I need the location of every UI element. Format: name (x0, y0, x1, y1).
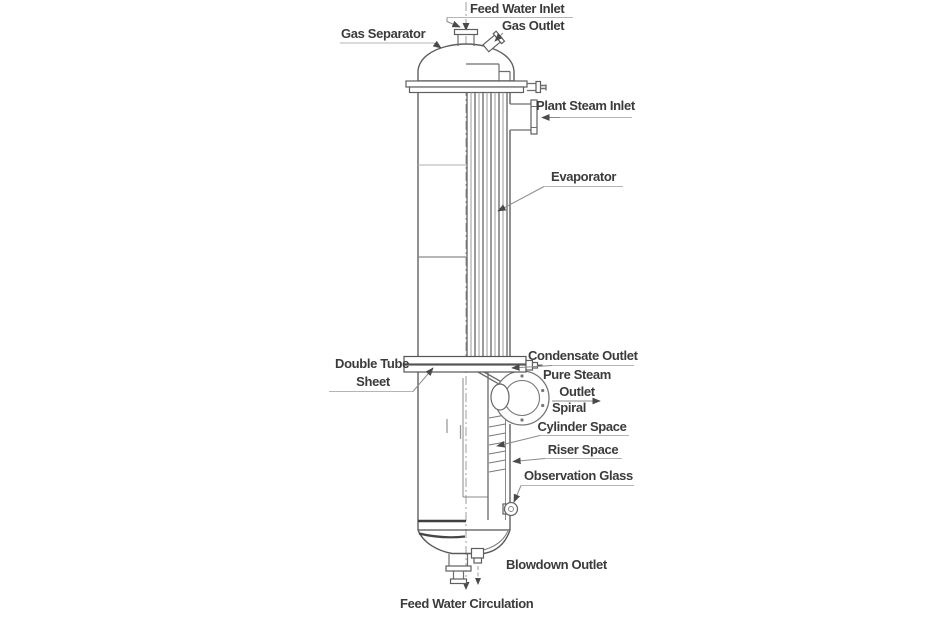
condensate-outlet-label: Condensate Outlet (528, 348, 639, 363)
plant-steam-inlet-label: Plant Steam Inlet (536, 98, 636, 113)
pure-steam-outlet-flange (490, 370, 550, 426)
label-gas-outlet: Gas Outlet (494, 18, 566, 42)
label-plant-steam-inlet: Plant Steam Inlet (536, 98, 636, 121)
top-flange (405, 80, 547, 94)
blowdown-outlet-label: Blowdown Outlet (506, 557, 608, 572)
gas-outlet-label: Gas Outlet (502, 18, 565, 33)
double-tube-sheet-label-line2: Sheet (356, 374, 391, 389)
label-evaporator: Evaporator (497, 169, 623, 212)
pure-steam-outlet-label-line1: Pure Steam (543, 367, 611, 382)
bottom-head (417, 529, 511, 555)
observation-glass-port (502, 501, 519, 517)
label-spiral-cylinder-space: Spiral Cylinder Space (496, 400, 629, 448)
double-tube-sheet-flange (403, 355, 527, 373)
condensate-outlet-nozzle (525, 359, 543, 371)
gas-separator-label: Gas Separator (341, 26, 426, 41)
label-double-tube-sheet: Double Tube Sheet (329, 356, 434, 392)
label-observation-glass: Observation Glass (513, 468, 634, 503)
riser-space-label: Riser Space (548, 442, 619, 457)
feed-water-inlet-label: Feed Water Inlet (470, 1, 565, 16)
feed-water-circulation-label: Feed Water Circulation (400, 596, 534, 611)
pure-steam-outlet-label-line2: Outlet (559, 384, 595, 399)
spiral-cylinder-space-label-line1: Spiral (552, 400, 586, 415)
riser-and-spiral-internals (446, 371, 515, 520)
gas-separator-dome (417, 43, 515, 82)
label-blowdown-outlet: Blowdown Outlet (506, 557, 608, 572)
feed-water-circulation-nozzle (445, 554, 472, 585)
blowdown-nozzle (470, 547, 485, 564)
label-gas-separator: Gas Separator (340, 26, 442, 49)
evaporator-tube-bundle (466, 92, 508, 357)
label-condensate-outlet: Condensate Outlet (511, 348, 639, 371)
label-feed-water-circulation: Feed Water Circulation (400, 596, 534, 611)
evaporator-label: Evaporator (551, 169, 616, 184)
spiral-rungs (488, 414, 506, 473)
double-tube-sheet-label-line1: Double Tube (335, 356, 409, 371)
vessel-shell (417, 92, 511, 531)
spiral-cylinder-space-label-line2: Cylinder Space (537, 419, 626, 434)
observation-glass-label: Observation Glass (524, 468, 633, 483)
label-riser-space: Riser Space (512, 442, 622, 465)
plant-steam-inlet-nozzle (510, 99, 538, 135)
label-pure-steam-outlet: Pure Steam Outlet (543, 367, 611, 405)
feed-water-inlet-nozzle (453, 28, 479, 46)
label-feed-water-inlet: Feed Water Inlet (446, 1, 573, 28)
